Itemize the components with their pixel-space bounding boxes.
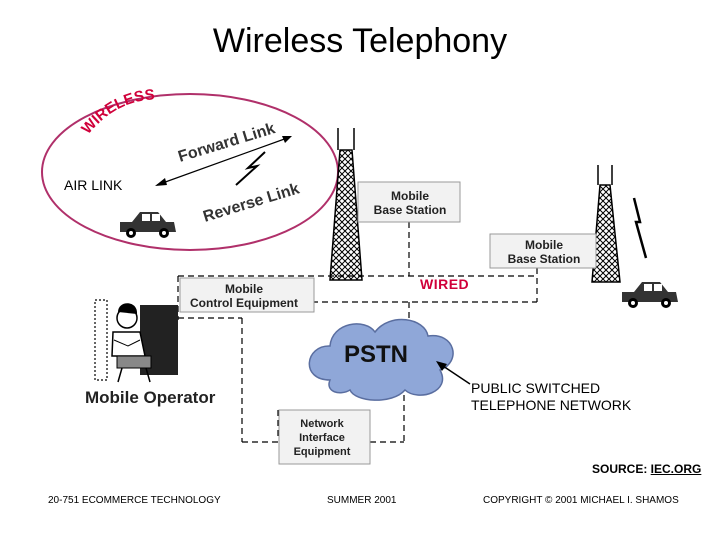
link-arrow bbox=[156, 136, 291, 186]
pstn-description: PUBLIC SWITCHED TELEPHONE NETWORK bbox=[471, 380, 631, 414]
pstn-description-line2: TELEPHONE NETWORK bbox=[471, 397, 632, 413]
mobile-base-station-line1: Mobile bbox=[391, 189, 429, 203]
lightning-icon bbox=[235, 151, 266, 186]
footer-copyright: COPYRIGHT © 2001 MICHAEL I. SHAMOS bbox=[483, 495, 679, 506]
footer-course: 20-751 ECOMMERCE TECHNOLOGY bbox=[48, 495, 221, 506]
pstn-pointer-arrow bbox=[439, 363, 471, 385]
pstn-cloud bbox=[308, 318, 454, 401]
footer-term: SUMMER 2001 bbox=[327, 495, 397, 506]
link-arrowhead-right bbox=[282, 136, 292, 143]
lightning-icon bbox=[632, 197, 648, 259]
car-icon bbox=[120, 212, 176, 238]
pstn-description-line1: PUBLIC SWITCHED bbox=[471, 380, 601, 396]
mobile-base-station-line1: Mobile bbox=[525, 238, 563, 252]
car-icon bbox=[622, 282, 678, 308]
network-interface-line1: Network bbox=[300, 418, 344, 430]
mobile-control-equipment-line1: Mobile bbox=[225, 282, 263, 296]
wired-connections bbox=[177, 222, 538, 443]
mobile-base-station-box bbox=[489, 233, 597, 269]
pstn-pointer-arrowhead bbox=[436, 361, 447, 371]
pstn-label: PSTN bbox=[344, 341, 408, 368]
network-interface-line2: Interface bbox=[299, 432, 345, 444]
source-link[interactable]: IEC.ORG bbox=[650, 462, 702, 476]
antenna-tower-icon bbox=[329, 128, 363, 281]
mobile-operator-icon bbox=[94, 299, 178, 383]
mobile-control-equipment-box bbox=[179, 277, 315, 313]
mobile-control-equipment-line2: Control Equipment bbox=[190, 296, 298, 310]
mobile-base-station-line2: Base Station bbox=[374, 203, 447, 217]
reverse-link-label: Reverse Link bbox=[201, 180, 301, 225]
source-prefix: SOURCE: bbox=[592, 462, 651, 476]
mobile-base-station-box bbox=[357, 181, 461, 223]
mobile-base-station-line2: Base Station bbox=[508, 252, 581, 266]
slide-title: Wireless Telephony bbox=[212, 22, 508, 60]
link-arrowhead-left bbox=[155, 178, 167, 186]
mobile-operator-label: Mobile Operator bbox=[85, 388, 216, 407]
wireless-label: WIRELESS bbox=[78, 86, 155, 137]
network-interface-equipment-box bbox=[278, 409, 371, 465]
forward-link-label: Forward Link bbox=[176, 120, 277, 166]
air-link-label: AIR LINK bbox=[64, 177, 123, 193]
network-interface-line3: Equipment bbox=[294, 446, 351, 458]
wired-label: WIRED bbox=[420, 276, 470, 292]
source-credit: SOURCE: IEC.ORG bbox=[592, 462, 701, 476]
